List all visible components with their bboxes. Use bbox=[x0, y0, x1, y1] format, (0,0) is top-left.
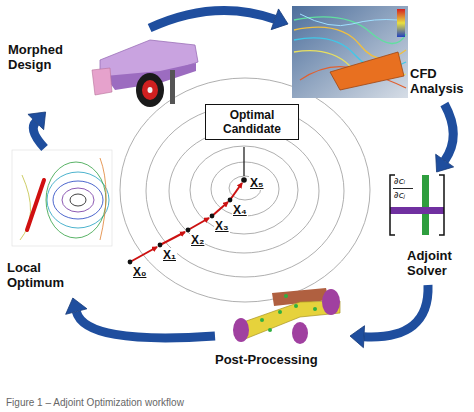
matrix-symbol-text: ∂cⱼ bbox=[394, 190, 405, 201]
cycle-arrow-body bbox=[444, 104, 453, 161]
stage-label: Morphed Design bbox=[8, 42, 80, 73]
callout-box: Optimal Candidate bbox=[205, 104, 299, 140]
design-point-label: X₃ bbox=[214, 219, 230, 233]
arrow-head bbox=[271, 9, 288, 30]
cycle-arrow bbox=[66, 298, 215, 338]
morphed-car-illustration bbox=[92, 40, 198, 107]
design-points bbox=[128, 177, 247, 264]
arrow-head bbox=[436, 154, 454, 172]
design-point-label: X₀ bbox=[132, 265, 147, 279]
cycle-arrow bbox=[436, 104, 454, 172]
design-point-label: X₂ bbox=[190, 233, 205, 247]
stage-label: Local Optimum bbox=[7, 260, 79, 291]
stage-node: CFD Analysis bbox=[288, 4, 472, 104]
stage-label: Post-Processing bbox=[215, 352, 345, 367]
stage-label: Adjoint Solver bbox=[407, 248, 469, 279]
leader-line bbox=[243, 147, 244, 176]
matrix-symbol-text: ∂cₗ bbox=[394, 176, 405, 187]
optimisation-path bbox=[130, 183, 242, 262]
cycle-arrow bbox=[28, 112, 46, 148]
cycle-arrow-body bbox=[364, 285, 428, 337]
stage-node: Morphed Design bbox=[4, 28, 212, 112]
stage-label: CFD Analysis bbox=[410, 66, 470, 97]
figure-caption: Figure 1 – Adjoint Optimization workflow bbox=[6, 397, 184, 409]
cycle-arrow-body bbox=[150, 10, 275, 28]
callout-text: Optimal Candidate bbox=[212, 108, 292, 136]
stage-node: Post-Processing bbox=[215, 282, 350, 372]
cycle-arrow-body bbox=[76, 312, 215, 338]
cycle-arrow bbox=[150, 9, 288, 30]
local-optimum-plot bbox=[12, 150, 112, 246]
post-processing-illustration bbox=[233, 288, 340, 344]
arrow-head bbox=[28, 112, 46, 130]
arrow-head bbox=[66, 298, 87, 314]
arrow-head bbox=[350, 326, 365, 348]
design-point-label: X₄ bbox=[232, 203, 248, 217]
contour-lines bbox=[120, 78, 370, 302]
design-point-label: X₁ bbox=[162, 248, 177, 262]
design-point-label: X₅ bbox=[249, 176, 265, 190]
cfd-illustration bbox=[292, 6, 408, 98]
stage-node: Local Optimum bbox=[5, 148, 118, 298]
stage-node: Adjoint Solver bbox=[385, 172, 471, 285]
adjoint-matrix-symbol bbox=[390, 175, 444, 235]
cycle-arrow bbox=[350, 285, 428, 348]
